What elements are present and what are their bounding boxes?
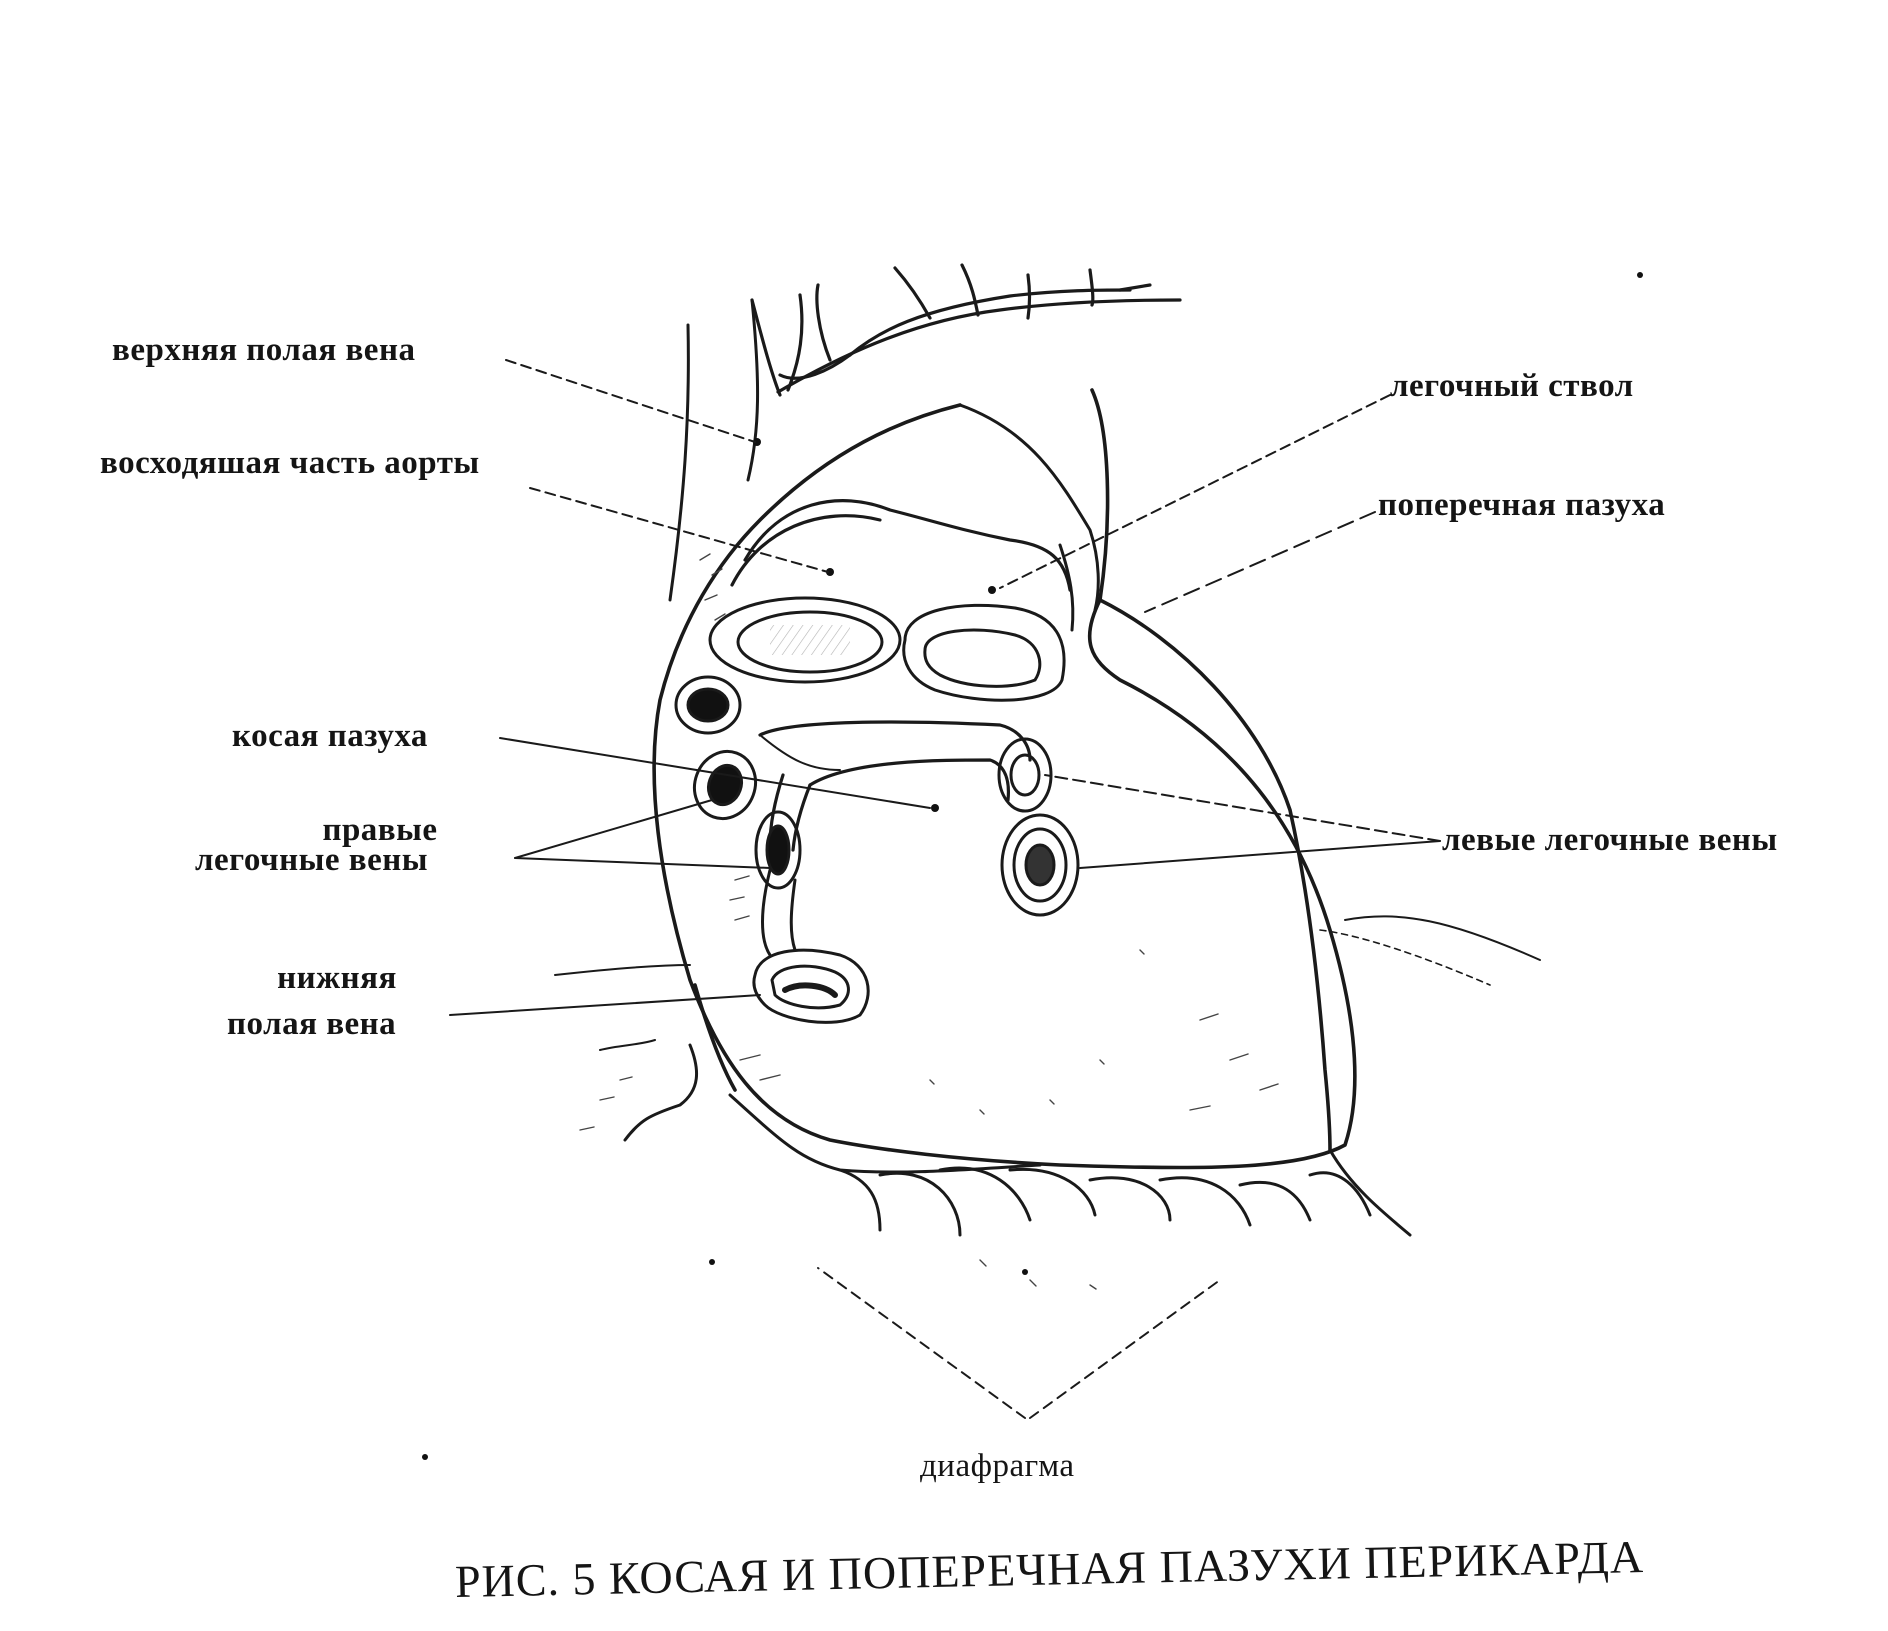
pericardium-outer: [652, 388, 1357, 1170]
label-left-pulmonary-veins: левые легочные вены: [1442, 822, 1778, 858]
leader-lines: [449, 359, 1441, 1419]
leader-left-veins-a: [1044, 774, 1441, 842]
label-pulmonary-trunk: легочный ствол: [1390, 368, 1634, 404]
superior-vena-cava-outline: [668, 298, 760, 602]
aortic-arch-outline: [750, 263, 1182, 397]
left-pulmonary-vein-upper: [997, 737, 1053, 813]
label-diaphragm: диафрагма: [920, 1448, 1075, 1484]
right-pulmonary-vein-third: [754, 810, 802, 890]
right-pulmonary-vein-upper: [674, 675, 742, 735]
label-oblique-sinus: косая пазуха: [232, 718, 428, 754]
transverse-sinus-boundary: [730, 499, 1072, 592]
label-superior-vena-cava: верхняя полая вена: [112, 332, 416, 368]
pulmonary-trunk-section: [902, 603, 1066, 702]
diaphragm-outline: [554, 915, 1541, 1237]
right-pulmonary-vein-lower: [693, 749, 757, 821]
leader-right-veins-b: [514, 857, 771, 869]
leader-pulm-trunk: [999, 394, 1391, 589]
label-ascending-aorta: восходяшая часть аорты: [100, 445, 480, 481]
leader-ivc: [449, 994, 761, 1016]
leader-diaphragm-b: [1029, 1279, 1221, 1419]
leader-oblique: [499, 737, 931, 809]
shading-marks: [579, 553, 1279, 1290]
leader-svc: [505, 359, 756, 443]
label-transverse-sinus: поперечная пазуха: [1378, 487, 1666, 523]
leader-transverse: [1144, 511, 1376, 613]
aorta-section: [708, 596, 902, 684]
label-right-pulmonary-veins-2: легочные вены: [195, 842, 429, 878]
left-pulmonary-vein-lower: [1000, 813, 1080, 917]
leader-right-veins-a: [514, 799, 713, 859]
label-inferior-vena-cava-2: полая вена: [227, 1006, 397, 1042]
label-inferior-vena-cava-1: нижняя: [277, 960, 397, 996]
label-right-pulmonary-veins-1: правые: [322, 812, 438, 848]
leader-diaphragm-a: [817, 1267, 1026, 1419]
leader-left-veins-b: [1079, 840, 1441, 869]
pulmonary-trunk-outline: [958, 403, 1100, 632]
inferior-vena-cava-section: [752, 868, 870, 1024]
leader-aorta: [529, 487, 829, 573]
marker-dots: [422, 272, 1643, 1460]
